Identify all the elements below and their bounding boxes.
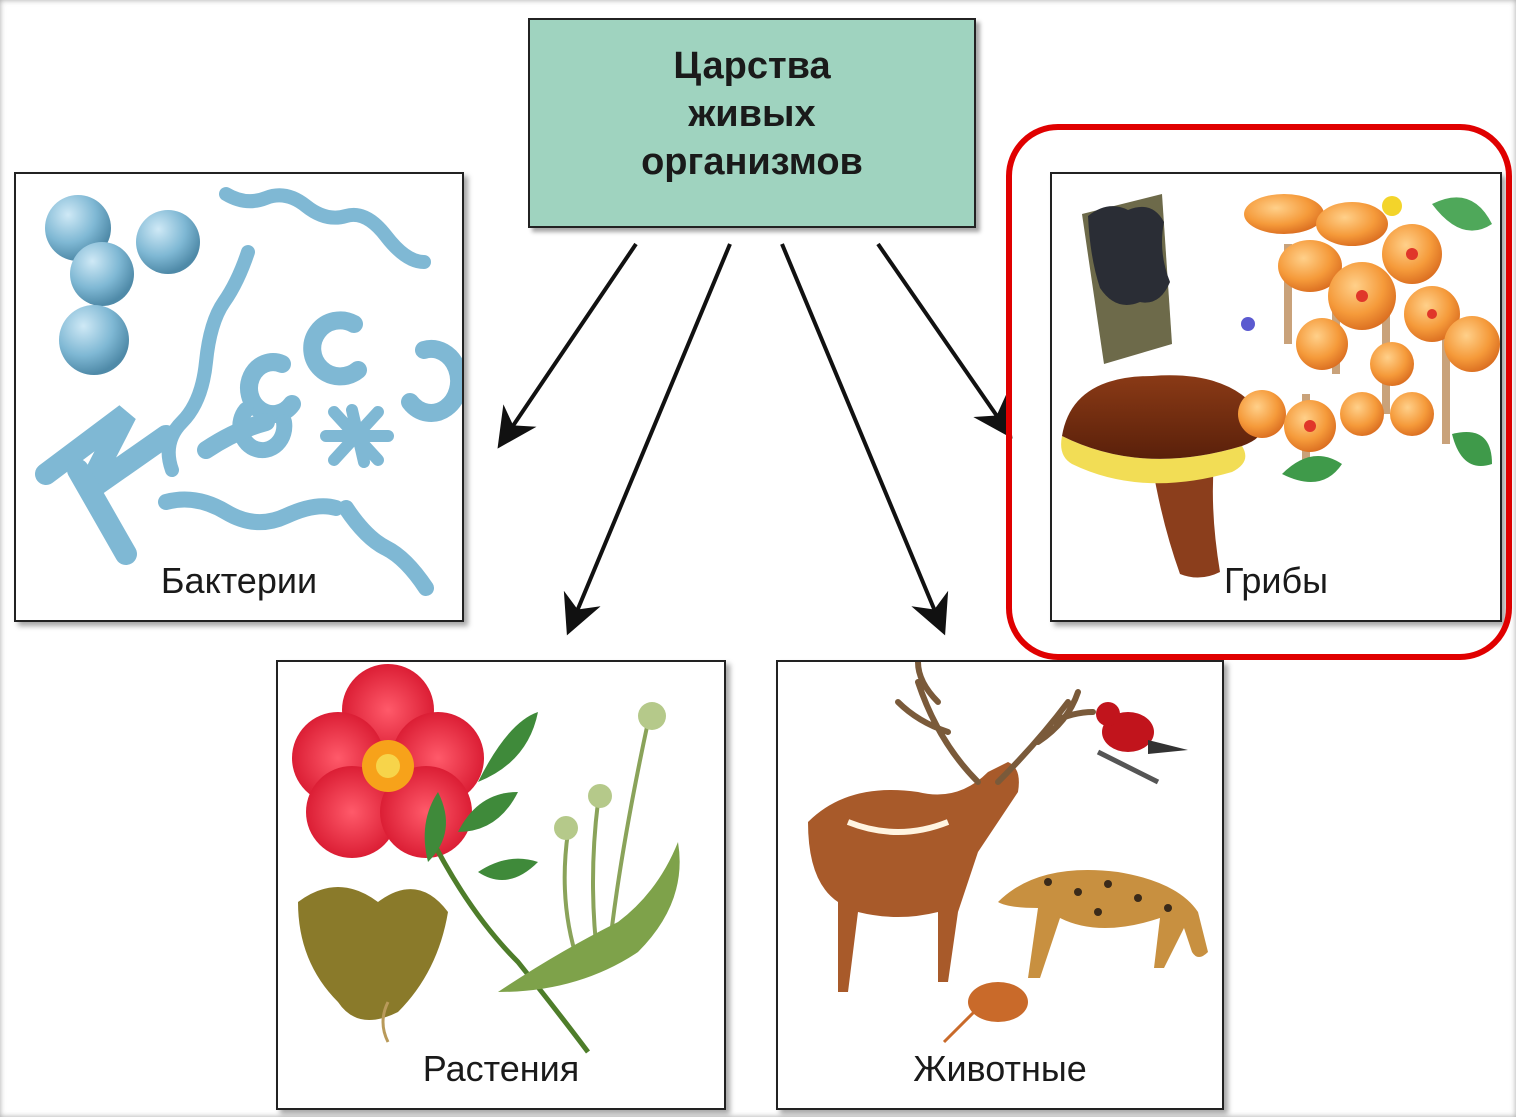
spirillum — [226, 194, 424, 262]
bacteria-illustration — [16, 174, 464, 622]
coccus-cell — [59, 305, 129, 375]
dandelion-head — [554, 816, 578, 840]
bacillus-rod — [46, 414, 166, 492]
star-bacterium — [326, 410, 388, 462]
coccus-cell — [70, 242, 134, 306]
kingdom-card-animals: Животные — [776, 660, 1224, 1110]
kingdom-label-bacteria: Бактерии — [16, 560, 462, 602]
jaguar — [998, 870, 1208, 978]
blue-flower — [1241, 317, 1255, 331]
dandelion-head — [638, 702, 666, 730]
leaf — [1452, 432, 1492, 466]
vibrio — [312, 320, 358, 376]
vibrio — [249, 362, 292, 414]
fungi-illustration — [1052, 174, 1502, 622]
vibrio — [410, 349, 459, 413]
kingdom-card-plants: Растения — [276, 660, 726, 1110]
kingdom-label-plants: Растения — [278, 1048, 724, 1090]
dandelion-head — [588, 784, 612, 808]
root-node: Царства живых организмов — [528, 18, 976, 228]
arrow-to-bacteria — [502, 244, 636, 442]
kingdom-card-bacteria: Бактерии — [14, 172, 464, 622]
animals-illustration — [778, 662, 1224, 1110]
crossbill-bird — [1096, 702, 1188, 782]
coccus-cell — [136, 210, 200, 274]
leaf — [1282, 456, 1342, 482]
bolete-cap — [1062, 375, 1264, 459]
kingdom-label-fungi: Грибы — [1052, 560, 1500, 602]
plants-illustration — [278, 662, 726, 1110]
root-title: Царства живых организмов — [641, 42, 863, 186]
bacillus-rod — [166, 500, 336, 523]
wild-rose — [292, 664, 484, 858]
kingdom-card-fungi: Грибы — [1050, 172, 1502, 622]
moss-plant — [298, 887, 448, 1042]
yellow-flower — [1382, 196, 1402, 216]
vole — [944, 982, 1028, 1042]
arrow-to-plants — [570, 244, 730, 628]
arrow-to-fungi — [878, 244, 1008, 432]
honey-fungus-cluster — [1238, 194, 1500, 474]
kingdom-label-animals: Животные — [778, 1048, 1222, 1090]
leaf — [1432, 197, 1492, 230]
